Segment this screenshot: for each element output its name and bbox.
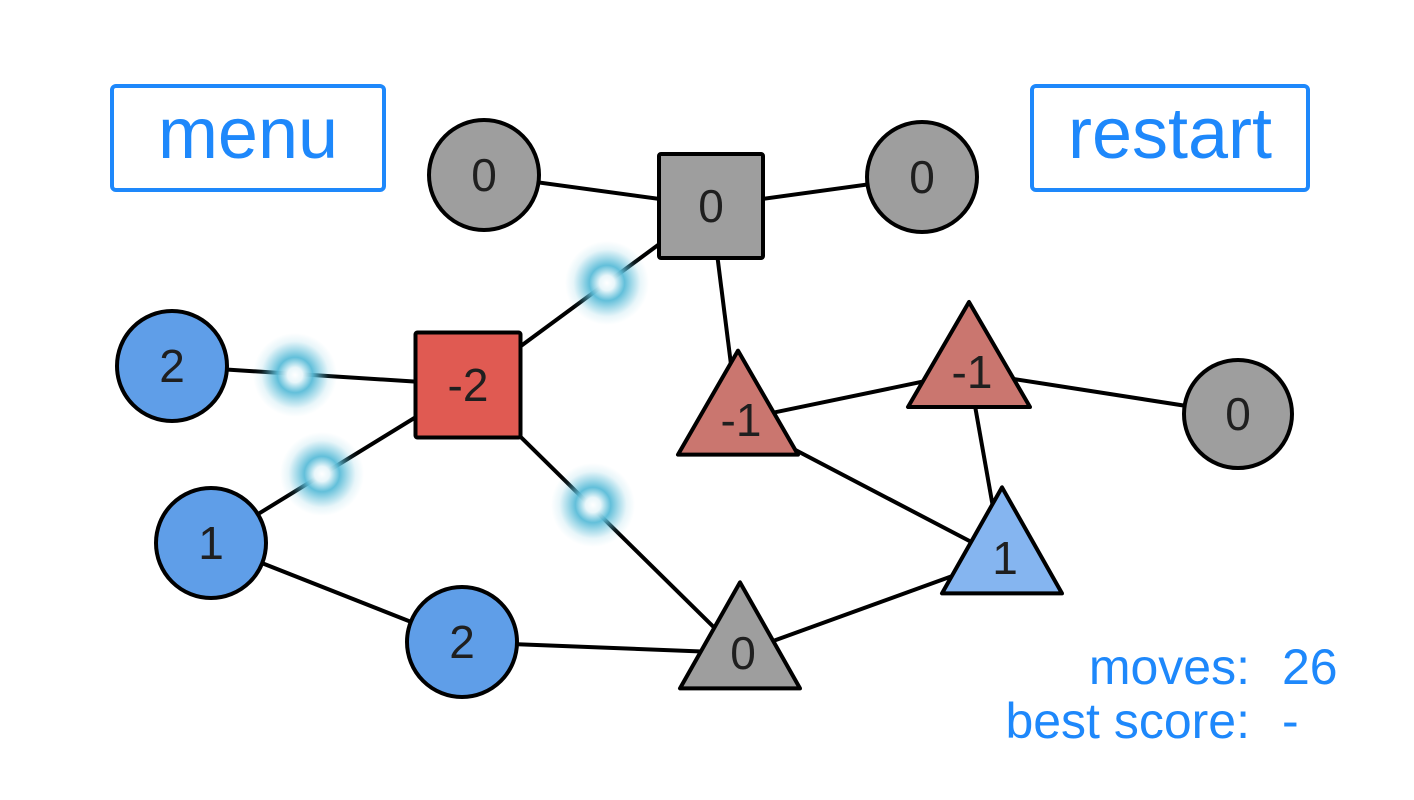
node-circle-gc2[interactable] bbox=[865, 120, 979, 234]
edge-glow-marker-1 bbox=[253, 333, 337, 417]
node-square-gs1[interactable] bbox=[657, 152, 765, 260]
node-value-label: 0 bbox=[1225, 388, 1251, 440]
glows-layer bbox=[253, 241, 649, 547]
node-value-label: -1 bbox=[721, 394, 762, 446]
node-triangle-rt2[interactable] bbox=[906, 300, 1032, 409]
node-value-label: 0 bbox=[698, 180, 724, 232]
node-value-label: 0 bbox=[909, 151, 935, 203]
node-triangle-bt1[interactable] bbox=[940, 485, 1064, 596]
best-score-label: best score: bbox=[1005, 693, 1250, 749]
node-value-label: -2 bbox=[448, 359, 489, 411]
node-circle-bc3[interactable] bbox=[405, 585, 519, 699]
score-panel: moves: 26 best score: - bbox=[882, 640, 1342, 748]
node-value-label: -1 bbox=[952, 346, 993, 398]
node-value-label: 0 bbox=[730, 627, 756, 679]
menu-button[interactable]: menu bbox=[110, 84, 386, 192]
moves-label: moves: bbox=[1088, 639, 1250, 695]
node-value-label: 1 bbox=[992, 532, 1018, 584]
node-circle-gc1[interactable] bbox=[427, 118, 541, 232]
node-value-label: 2 bbox=[159, 340, 185, 392]
best-score-row: best score: - bbox=[882, 694, 1342, 748]
node-circle-bc1[interactable] bbox=[154, 486, 268, 600]
node-value-label: 0 bbox=[471, 149, 497, 201]
edge-glow-marker-0 bbox=[565, 241, 649, 325]
node-square-rs1[interactable] bbox=[413, 330, 523, 440]
node-circle-gc3[interactable] bbox=[1182, 358, 1294, 470]
node-value-label: 1 bbox=[198, 517, 224, 569]
moves-row: moves: 26 bbox=[882, 640, 1342, 694]
node-triangle-rt1[interactable] bbox=[676, 348, 800, 457]
best-score-value: - bbox=[1282, 693, 1299, 749]
edge-glow-marker-2 bbox=[280, 432, 364, 516]
node-circle-bc2[interactable] bbox=[115, 309, 229, 423]
edge-glow-marker-3 bbox=[551, 463, 635, 547]
node-value-label: 2 bbox=[449, 616, 475, 668]
restart-button[interactable]: restart bbox=[1030, 84, 1310, 192]
nodes-layer: 0 0 0 2 -2 -1 -1 0 1 1 2 0 bbox=[115, 118, 1294, 699]
moves-value: 26 bbox=[1282, 639, 1338, 695]
node-triangle-gt1[interactable] bbox=[678, 580, 802, 691]
